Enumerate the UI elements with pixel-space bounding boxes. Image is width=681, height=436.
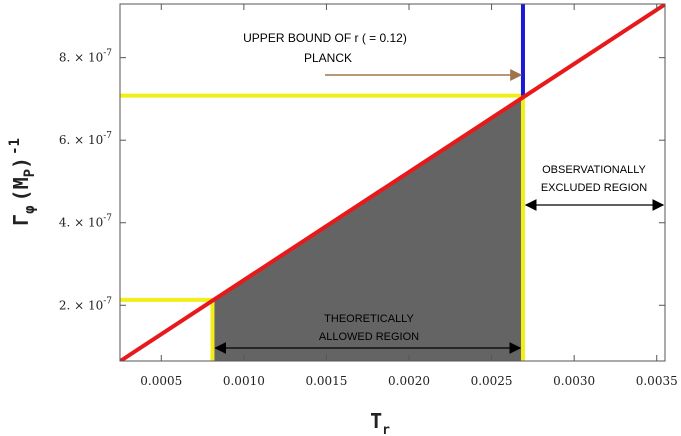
planck-label: PLANCK [304, 51, 352, 65]
allowed-label-line1: THEORETICALLY [324, 313, 414, 325]
excluded-label-line1: OBSERVATIONALLY [542, 164, 646, 176]
y-axis: 2. × 10-7 4. × 10-7 6. × 10-7 8. × 10-7 [59, 49, 665, 312]
y-tick-label: 4. × 10-7 [59, 214, 112, 230]
x-tick-label: 0.0005 [140, 374, 182, 388]
x-tick-label: 0.0015 [305, 374, 347, 388]
x-tick-label: 0.0025 [471, 374, 513, 388]
x-axis: 0.0005 0.0010 0.0015 0.0020 0.0025 0.0030 0.00… [140, 4, 678, 388]
excluded-label-line2: EXCLUDED REGION [541, 182, 647, 194]
x-axis-title: Tr [370, 409, 390, 436]
upper-bound-label: UPPER BOUND OF r ( = 0.12) [243, 31, 407, 45]
x-tick-label: 0.0035 [636, 374, 678, 388]
x-tick-label: 0.0030 [553, 374, 595, 388]
allowed-region-fill [212, 97, 523, 361]
allowed-label-line2: ALLOWED REGION [319, 331, 419, 343]
y-tick-label: 6. × 10-7 [59, 131, 112, 147]
y-tick-label: 2. × 10-7 [59, 296, 112, 312]
x-tick-label: 0.0020 [388, 374, 430, 388]
series-line [120, 4, 665, 361]
y-tick-label: 8. × 10-7 [59, 49, 112, 65]
x-tick-label: 0.0010 [223, 374, 265, 388]
y-axis-title: Γφ(MP)-1 [7, 138, 38, 226]
plot-frame [119, 3, 666, 362]
